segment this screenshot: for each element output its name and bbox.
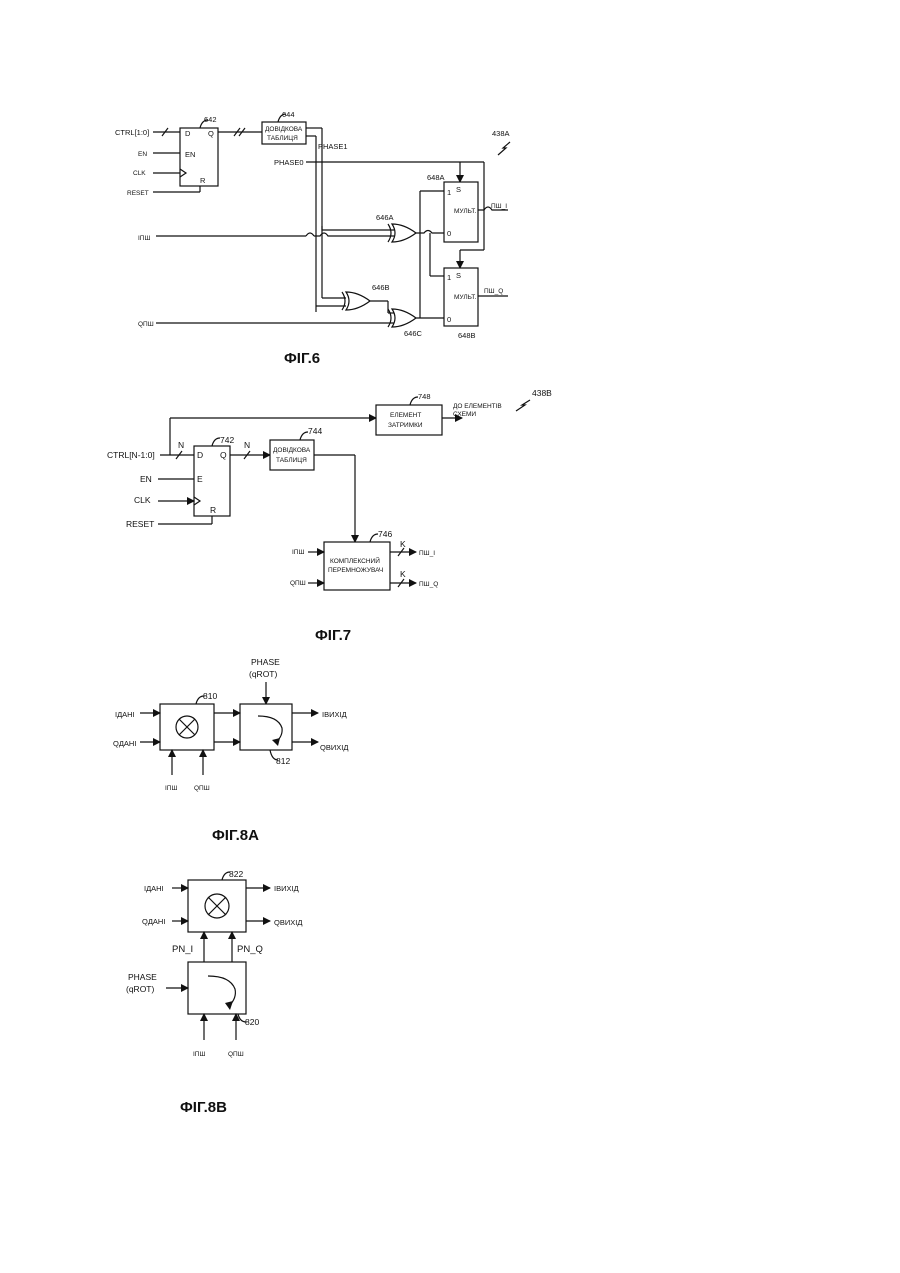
fig6-phase0-label: PHASE0 xyxy=(274,158,304,167)
fig7-lut-ref: 744 xyxy=(308,426,322,436)
fig6-diagram: D Q EN R 642 CTRL[1:0] EN CLK RESET ДОВІ… xyxy=(115,110,510,367)
fig7-out-q: ПШ_Q xyxy=(419,581,438,588)
fig8b-q-out: QВИХІД xyxy=(274,918,302,927)
fig7-bus-k-i: K xyxy=(400,539,406,549)
svg-text:Q: Q xyxy=(220,450,227,460)
fig8b-caption: ФІГ.8В xyxy=(180,1099,227,1116)
fig6-ipn-label: IПШ xyxy=(138,235,150,242)
fig7-ff-ref: 742 xyxy=(220,435,234,445)
fig6-ff-q: Q xyxy=(208,129,214,138)
fig8a-diagram: PHASE (qROT) 810 812 IДАНІ QДАНІ IВИХІД … xyxy=(113,657,348,844)
fig8b-i-data: IДАНІ xyxy=(144,884,164,893)
fig8a-q-data: QДАНІ xyxy=(113,739,136,748)
fig7-clk-label: CLK xyxy=(134,495,151,505)
fig8b-mult-ref: 822 xyxy=(229,869,243,879)
fig7-out-i: ПШ_I xyxy=(419,550,435,557)
fig7-reset-label: RESET xyxy=(126,519,154,529)
fig7-bus-n-out: N xyxy=(244,440,250,450)
fig7-to-elements-line1: ДО ЕЛЕМЕНТІВ xyxy=(453,403,502,410)
fig8b-i-out: IВИХІД xyxy=(274,884,299,893)
svg-text:D: D xyxy=(197,450,203,460)
fig8b-diagram: 822 IДАНІ QДАНІ IВИХІД QВИХІД PN_I PN_Q … xyxy=(126,869,302,1116)
fig8b-rot-ref: 820 xyxy=(245,1017,259,1027)
fig8b-phase-label: PHASE xyxy=(128,972,157,982)
svg-text:0: 0 xyxy=(447,229,451,238)
fig6-clk-label: CLK xyxy=(133,170,146,177)
fig8b-pn-q: PN_Q xyxy=(237,944,263,955)
fig7-bus-n-in: N xyxy=(178,440,184,450)
fig8b-q-data: QДАНІ xyxy=(142,917,165,926)
fig8a-q-out: QВИХІД xyxy=(320,743,348,752)
fig6-lut-ref: 644 xyxy=(282,110,295,119)
fig8b-ipn: IПШ xyxy=(193,1051,205,1058)
fig7-diagram: 438B CTRL[N-1:0] N ЕЛЕМЕНТ ЗАТРИМКИ 748 … xyxy=(107,388,552,644)
fig6-mux-a-ref: 648A xyxy=(427,173,445,182)
fig6-xor-b-ref: 646B xyxy=(372,283,390,292)
fig8a-mult-ref: 810 xyxy=(203,691,217,701)
fig6-lut-line2: ТАБЛИЦЯ xyxy=(267,135,298,142)
svg-text:0: 0 xyxy=(447,315,451,324)
fig6-mux-b-label: МУЛЬТ. xyxy=(454,294,476,301)
fig8a-rotator-block xyxy=(240,704,292,750)
fig6-xor-646b xyxy=(346,292,370,310)
fig8b-pn-i: PN_I xyxy=(172,944,193,955)
fig6-mux-b-ref: 648B xyxy=(458,331,476,340)
svg-text:ДОВІДКОВА: ДОВІДКОВА xyxy=(273,447,311,454)
svg-text:ПЕРЕМНОЖУВАЧ: ПЕРЕМНОЖУВАЧ xyxy=(328,567,383,574)
fig7-bus-k-q: K xyxy=(400,569,406,579)
fig6-ff-r: R xyxy=(200,176,206,185)
svg-text:1: 1 xyxy=(447,273,451,282)
fig7-caption: ФІГ.7 xyxy=(315,627,351,644)
fig8a-i-data: IДАНІ xyxy=(115,710,135,719)
fig7-complex-multiplier xyxy=(324,542,390,590)
fig6-lut-line1: ДОВІДКОВА xyxy=(265,126,303,133)
fig7-lookup-table xyxy=(270,440,314,470)
fig6-ff-ref: 642 xyxy=(204,115,217,124)
fig7-en-label: EN xyxy=(140,474,152,484)
fig7-to-elements-line2: СХЕМИ xyxy=(453,411,476,418)
fig8a-ipn: IПШ xyxy=(165,785,177,792)
fig6-qpn-label: QПШ xyxy=(138,321,154,328)
fig7-ctrl-label: CTRL[N-1:0] xyxy=(107,450,155,460)
fig8a-i-out: IВИХІД xyxy=(322,710,347,719)
fig8a-qpn: QПШ xyxy=(194,785,210,792)
svg-text:КОМПЛЕКСНИЙ: КОМПЛЕКСНИЙ xyxy=(330,556,380,565)
fig8b-rotator-block xyxy=(188,962,246,1014)
fig6-mux-a-label: МУЛЬТ. xyxy=(454,208,476,215)
fig7-delay-ref: 748 xyxy=(418,392,431,401)
fig6-ff-en: EN xyxy=(185,150,195,159)
fig6-caption: ФІГ.6 xyxy=(284,350,320,367)
fig8a-qrot-label: (qROT) xyxy=(249,669,278,679)
svg-text:ТАБЛИЦЯ: ТАБЛИЦЯ xyxy=(276,457,307,464)
fig8b-qrot-label: (qROT) xyxy=(126,984,155,994)
fig6-xor-a-ref: 646A xyxy=(376,213,394,222)
fig6-en-label: EN xyxy=(138,151,147,158)
fig6-xor-c-ref: 646C xyxy=(404,329,423,338)
fig7-ipn-label: IПШ xyxy=(292,549,304,556)
fig7-delay-line2: ЗАТРИМКИ xyxy=(388,422,423,429)
fig7-mult-ref: 746 xyxy=(378,529,392,539)
fig6-ff-d: D xyxy=(185,129,191,138)
svg-text:S: S xyxy=(456,185,461,194)
svg-text:1: 1 xyxy=(447,188,451,197)
fig6-ctrl-label: CTRL[1:0] xyxy=(115,128,149,137)
fig6-mux-a-out: ПШ_I xyxy=(491,203,507,210)
fig8a-rot-ref: 812 xyxy=(276,756,290,766)
svg-text:S: S xyxy=(456,271,461,280)
svg-text:R: R xyxy=(210,505,216,515)
fig6-xor-646a xyxy=(392,224,416,242)
fig8b-qpn: QПШ xyxy=(228,1051,244,1058)
svg-text:E: E xyxy=(197,474,203,484)
fig7-figure-ref: 438B xyxy=(532,388,552,398)
fig6-mux-b-out: ПШ_Q xyxy=(484,288,503,295)
fig7-delay-line1: ЕЛЕМЕНТ xyxy=(390,412,421,419)
fig7-qpn-label: QПШ xyxy=(290,580,306,587)
fig7-delay-element xyxy=(376,405,442,435)
fig6-xor-646c xyxy=(392,309,416,327)
fig6-figure-ref: 438A xyxy=(492,129,510,138)
fig8a-phase-label: PHASE xyxy=(251,657,280,667)
fig8a-caption: ФІГ.8А xyxy=(212,827,259,844)
fig6-reset-label: RESET xyxy=(127,190,149,197)
